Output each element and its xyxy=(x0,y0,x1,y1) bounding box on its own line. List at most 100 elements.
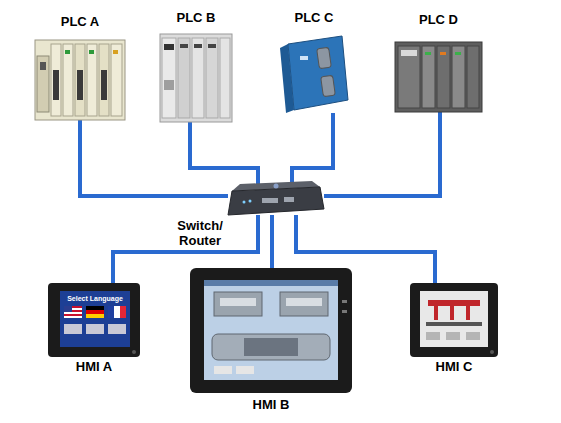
process-graphic xyxy=(450,306,454,320)
screen-titlebar xyxy=(204,280,338,286)
machine-graphic xyxy=(214,292,262,316)
plc-module xyxy=(87,44,97,116)
device-label: PLC A xyxy=(0,14,165,29)
plc-module xyxy=(220,38,230,118)
plc-module xyxy=(178,38,190,118)
network-cable xyxy=(270,215,274,268)
plc-module xyxy=(422,46,435,108)
screen-button xyxy=(446,332,460,340)
terminal-block xyxy=(53,70,59,100)
plc-rack xyxy=(395,42,482,112)
plc-device: PLC A xyxy=(35,40,125,120)
hmi-logo xyxy=(132,350,136,354)
process-graphic xyxy=(428,300,480,306)
switch-body xyxy=(228,187,324,215)
plc-rack xyxy=(35,40,125,120)
device-label: PLC C xyxy=(240,10,388,25)
status-led xyxy=(113,50,118,54)
screen-button xyxy=(214,366,232,374)
plc-module xyxy=(63,44,73,116)
plc-device: PLC C xyxy=(280,36,348,113)
hmi-screen xyxy=(420,291,488,347)
flag xyxy=(64,306,82,318)
hmi-a-illustration xyxy=(48,283,140,357)
plc-d-illustration xyxy=(395,42,482,112)
screen-button xyxy=(466,332,480,340)
plc-module xyxy=(288,36,348,110)
status-led xyxy=(440,52,446,55)
screen-text: Select Language xyxy=(60,294,130,303)
flag-stripe xyxy=(86,314,104,318)
hmi-screen xyxy=(60,291,130,347)
device-label: Switch/ Router xyxy=(170,218,230,248)
switch-port xyxy=(284,197,294,202)
status-led xyxy=(425,52,431,55)
plc-module xyxy=(192,38,204,118)
screen-button xyxy=(108,324,126,334)
process-graphic xyxy=(466,306,470,320)
flag-stripe xyxy=(120,306,126,318)
plc-module xyxy=(467,46,479,108)
plc-module xyxy=(452,46,465,108)
hmi-b-illustration xyxy=(190,268,352,393)
plc-b-illustration xyxy=(160,34,232,122)
terminal-block xyxy=(77,70,83,100)
device-label: PLC D xyxy=(355,12,522,27)
port xyxy=(164,80,174,90)
label-plate xyxy=(300,56,308,60)
flag-stripe xyxy=(86,310,104,314)
plc-device: PLC D xyxy=(395,42,482,112)
switch-led xyxy=(243,201,246,204)
flag-stripe xyxy=(86,306,104,310)
plc-module xyxy=(75,44,85,116)
hmi-panel: HMI C xyxy=(410,283,498,357)
plc-module xyxy=(437,46,450,108)
hmi-led xyxy=(342,300,347,303)
status-led xyxy=(89,50,94,54)
status-led xyxy=(208,44,216,48)
hmi-led xyxy=(342,310,347,313)
flag-canton xyxy=(64,306,72,312)
flag-stripe xyxy=(114,306,120,318)
status-led xyxy=(455,52,461,55)
hmi-bezel xyxy=(48,283,140,357)
network-cable xyxy=(324,112,440,196)
screen-button xyxy=(426,332,440,340)
plc-module xyxy=(206,38,218,118)
conveyor-detail xyxy=(244,338,298,356)
screen-button xyxy=(236,366,254,374)
device-label: HMI B xyxy=(150,397,392,412)
plc-device: PLC B xyxy=(160,34,232,122)
hmi-bezel xyxy=(190,268,352,393)
db9-connector xyxy=(321,75,336,96)
process-graphic xyxy=(434,306,438,320)
device-label: HMI C xyxy=(370,359,538,374)
hmi-bezel xyxy=(410,283,498,357)
switch-illustration xyxy=(228,181,324,215)
screen-button xyxy=(64,324,82,334)
status-led xyxy=(65,50,70,54)
network-cable xyxy=(190,122,258,184)
machine-detail xyxy=(220,298,256,306)
plc-module xyxy=(51,44,61,116)
terminal-block xyxy=(101,70,107,100)
hmi-c-illustration xyxy=(410,283,498,357)
hmi-panel: HMI B xyxy=(190,268,352,393)
conveyor-graphic xyxy=(212,334,330,360)
db9-connector xyxy=(317,47,332,68)
hmi-screen xyxy=(204,280,338,380)
network-cable xyxy=(292,113,333,184)
display xyxy=(164,44,174,50)
switch-logo xyxy=(274,184,279,189)
screen-button xyxy=(86,324,104,334)
machine-graphic xyxy=(280,292,328,316)
flag-stripe xyxy=(64,314,82,316)
plc-side xyxy=(280,44,294,113)
status-led xyxy=(180,44,188,48)
plc-module xyxy=(398,46,420,108)
flag-stripe xyxy=(108,306,114,318)
hmi-logo xyxy=(490,350,494,354)
plc-module xyxy=(99,44,109,116)
device-label: PLC B xyxy=(120,10,272,25)
